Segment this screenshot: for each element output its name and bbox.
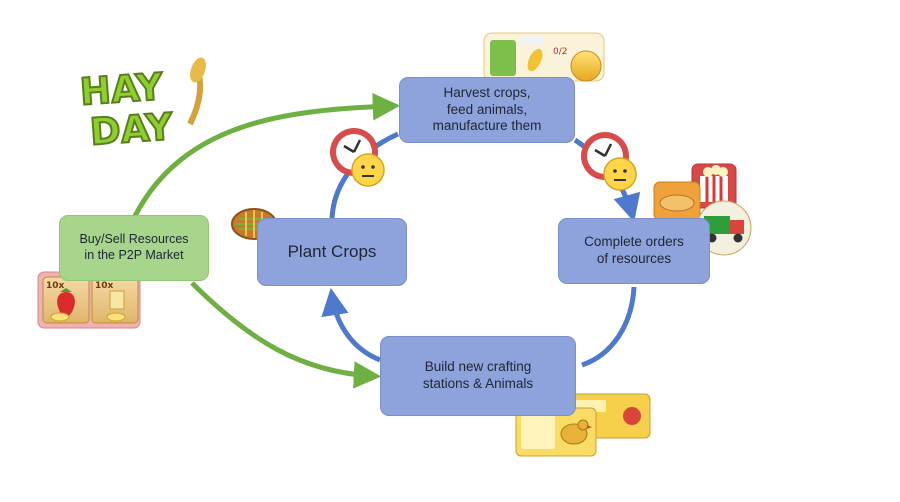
arrow-build-to-plant [321,287,381,363]
svg-text:10x: 10x [95,281,114,291]
node-complete-orders-label: Complete orders of resources [584,234,684,266]
popcorn-icon [700,165,728,202]
chicken-icon [560,419,592,445]
node-complete-orders: Complete orders of resources [558,218,710,284]
node-build-label: Build new crafting stations & Animals [422,359,534,391]
harvest-thumbnail: 0/2 [483,32,605,82]
svg-text:0/2: 0/2 [553,47,567,57]
node-build: Build new crafting stations & Animals [380,336,576,416]
market-cards-thumbnail: 10x 10x [37,271,141,329]
node-harvest-label: Harvest crops, feed animals, manufacture… [432,84,542,134]
orders-thumbnail [653,163,752,256]
build-thumbnail [515,393,651,457]
arrow-orders-to-build [581,286,637,368]
node-market: Buy/Sell Resources in the P2P Market [59,215,209,281]
neutral-face-icon [603,157,637,191]
svg-text:DAY: DAY [89,105,176,154]
svg-text:HAY: HAY [79,65,166,114]
hay-day-logo: HAY DAY [78,57,206,155]
arrow-market-to-harvest [132,93,401,218]
arrow-market-to-build [190,281,382,389]
node-plant-label: Plant Crops [287,242,377,262]
node-market-label: Buy/Sell Resources in the P2P Market [79,232,189,262]
svg-text:10x: 10x [46,281,65,291]
node-plant: Plant Crops [257,218,407,286]
strawberry-icon [57,288,75,317]
neutral-face-icon [351,153,385,187]
node-harvest: Harvest crops, feed animals, manufacture… [399,77,575,143]
